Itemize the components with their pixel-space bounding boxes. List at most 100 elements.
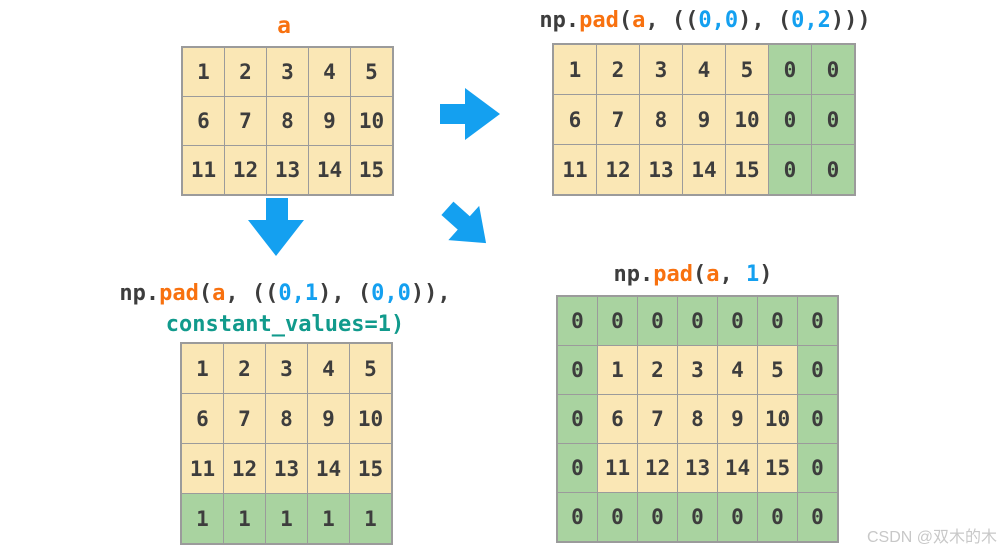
padded-cell: 1 <box>349 493 393 545</box>
code-line: np.pad(a, ((0,1), (0,0)), <box>95 278 475 309</box>
original-cell: 11 <box>597 443 638 493</box>
padded-cell: 0 <box>757 295 798 346</box>
padded-cell: 0 <box>811 43 856 95</box>
original-cell: 8 <box>639 94 683 145</box>
original-cell: 5 <box>349 342 393 394</box>
original-cell: 3 <box>639 43 683 95</box>
pad-all-sides-title: np.pad(a, 1) <box>513 261 873 289</box>
original-cell: 13 <box>677 443 718 493</box>
padded-cell: 0 <box>556 394 598 444</box>
padded-cell: 0 <box>797 492 839 543</box>
code-token: 0,2 <box>791 8 831 33</box>
code-token: np. <box>119 281 160 306</box>
code-token: 0,1 <box>278 281 319 306</box>
padded-cell: 0 <box>811 144 856 196</box>
original-cell: 13 <box>266 145 309 196</box>
code-token: ), ( <box>318 281 372 306</box>
original-cell: 14 <box>717 443 758 493</box>
code-line: constant_values=1) <box>95 309 475 340</box>
original-cell: 4 <box>308 46 351 97</box>
code-line: np.pad(a, ((0,0), (0,2))) <box>505 7 905 35</box>
original-cell: 1 <box>597 345 638 395</box>
original-cell: 11 <box>180 443 224 494</box>
original-cell: 9 <box>308 96 351 146</box>
original-cell: 1 <box>180 342 224 394</box>
original-cell: 5 <box>350 46 394 97</box>
code-line: np.pad(a, 1) <box>513 261 873 289</box>
original-cell: 1 <box>181 46 225 97</box>
padded-cell: 0 <box>797 295 839 346</box>
padded-cell: 0 <box>556 443 598 493</box>
pad-rows-title: np.pad(a, ((0,1), (0,0)), constant_values… <box>95 278 475 340</box>
original-cell: 1 <box>552 43 597 95</box>
original-cell: 6 <box>181 96 225 146</box>
original-cell: 12 <box>223 443 266 494</box>
code-token: , (( <box>225 281 279 306</box>
original-cell: 9 <box>682 94 726 145</box>
original-cell: 6 <box>180 393 224 444</box>
watermark: CSDN @双木的木 <box>866 529 997 546</box>
original-cell: 10 <box>757 394 798 444</box>
padded-cell: 0 <box>556 492 598 543</box>
padded-cell: 0 <box>677 492 718 543</box>
original-cell: 7 <box>224 96 267 146</box>
original-cell: 11 <box>552 144 597 196</box>
original-cell: 2 <box>224 46 267 97</box>
code-token: ), ( <box>738 8 792 33</box>
code-token: ))) <box>830 8 871 33</box>
padded-cell: 0 <box>597 295 638 346</box>
original-cell: 2 <box>596 43 640 95</box>
code-token: np. <box>613 262 654 287</box>
original-cell: 10 <box>349 393 393 444</box>
original-cell: 4 <box>717 345 758 395</box>
original-cell: 15 <box>350 145 394 196</box>
original-cell: 6 <box>597 394 638 444</box>
code-token: , (( <box>645 8 699 33</box>
original-cell: 8 <box>677 394 718 444</box>
padded-cell: 0 <box>797 394 839 444</box>
padded-cell: 0 <box>757 492 798 543</box>
code-token: 0,0 <box>698 8 739 33</box>
code-token: pad <box>579 8 619 33</box>
code-token: a <box>212 281 226 306</box>
code-token: )), <box>410 281 451 306</box>
original-cell: 5 <box>757 345 798 395</box>
original-cell: 2 <box>637 345 678 395</box>
code-token: ( <box>198 281 213 306</box>
original-cell: 15 <box>349 443 393 494</box>
code-token: np. <box>539 8 580 33</box>
code-token: constant_values=1) <box>165 312 405 337</box>
code-token: a <box>632 8 646 33</box>
code-token: 0,0 <box>371 281 411 306</box>
pad-columns-title: np.pad(a, ((0,0), (0,2))) <box>505 7 905 35</box>
code-token: 1 <box>746 262 760 287</box>
padded-cell: 1 <box>180 493 224 545</box>
original-cell: 15 <box>757 443 798 493</box>
padded-cell: 0 <box>717 492 758 543</box>
original-cell: 8 <box>265 393 308 444</box>
code-token: a <box>277 13 291 39</box>
original-cell: 4 <box>307 342 350 394</box>
padded-cell: 0 <box>811 94 856 145</box>
original-cell: 9 <box>717 394 758 444</box>
original-cell: 7 <box>223 393 266 444</box>
padded-cell: 0 <box>768 43 812 95</box>
original-cell: 7 <box>596 94 640 145</box>
original-cell: 11 <box>181 145 225 196</box>
code-token: ) <box>759 262 773 287</box>
